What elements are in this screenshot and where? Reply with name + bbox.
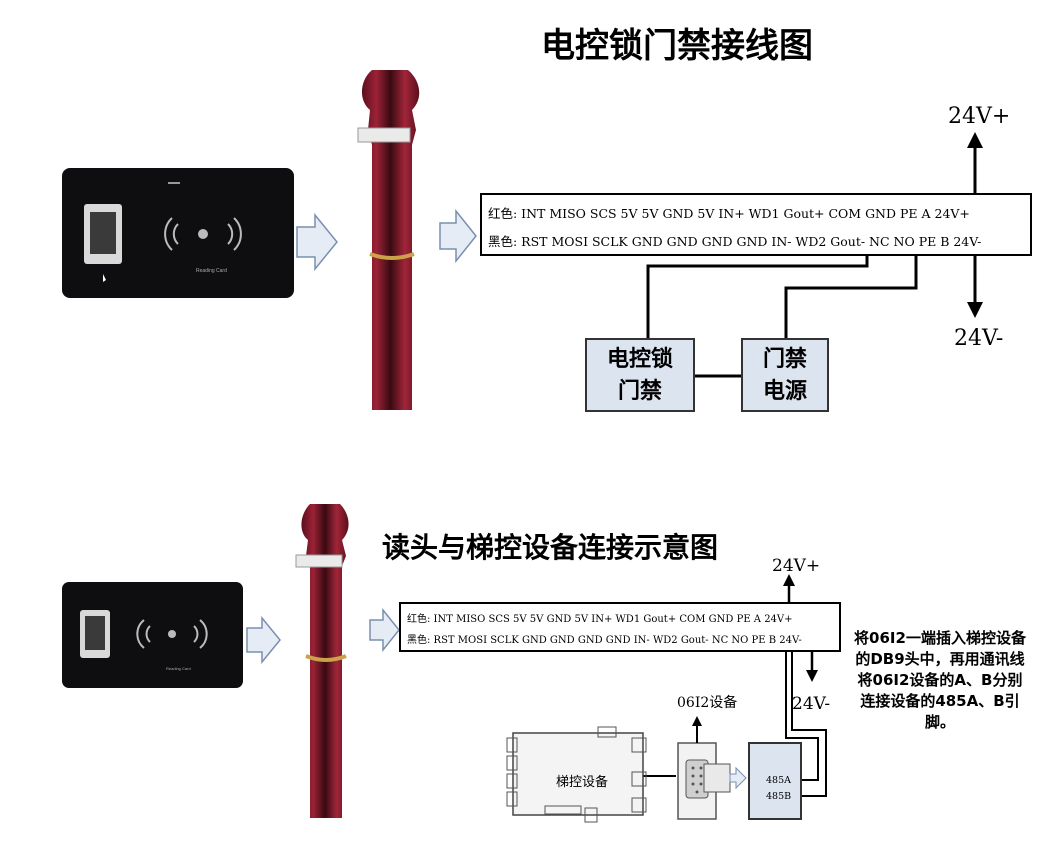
pin-terminal-top: 红色: INT MISO SCS 5V 5V GND 5V IN+ WD1 Go… [480,193,1032,256]
elevator-control-board [506,726,647,823]
device-0612-label: 06I2设备 [677,695,738,711]
svg-text:Reading Card: Reading Card [166,666,191,671]
elevator-control-label: 梯控设备 [556,775,609,790]
ribbon-cable-bottom [295,504,349,818]
arrow-reader-to-cable-top [296,212,338,272]
pin-485a-label: 485A [766,775,791,786]
rs485-device-box: 485A 485B [748,742,802,820]
electric-lock-box: 电控锁 门禁 [585,338,695,412]
arrow-cable-to-pins-bottom [369,607,400,653]
arrow-cable-to-pins-top [439,208,477,264]
pin-row-red: 红色: INT MISO SCS 5V 5V GND 5V IN+ WD1 Go… [488,206,970,221]
svg-text:Reading Card: Reading Card [196,268,227,274]
v-minus-label-bottom: 24V- [792,694,831,714]
card-reader-bottom: Reading Card [62,582,243,688]
card-reader-top: Reading Card [62,168,294,298]
instruction-note: 将06I2一端插入梯控设备的DB9头中，再用通讯线将06I2设备的A、B分别连接… [854,629,1026,731]
door-power-box: 门禁 电源 [741,338,829,412]
ribbon-cable-top [357,70,420,410]
door-power-label-2: 电源 [762,379,807,404]
pin-row-black-bottom: 黑色: RST MOSI SCLK GND GND GND GND IN- WD… [407,635,802,646]
pin-terminal-bottom: 红色: INT MISO SCS 5V 5V GND 5V IN+ WD1 Go… [399,602,841,652]
pin-row-black: 黑色: RST MOSI SCLK GND GND GND GND IN- WD… [488,234,982,249]
pin-row-red-bottom: 红色: INT MISO SCS 5V 5V GND 5V IN+ WD1 Go… [407,614,793,625]
electric-lock-label-1: 电控锁 [606,347,673,372]
v-minus-label-top: 24V- [954,326,1004,351]
electric-lock-label-2: 门禁 [617,379,662,404]
door-power-label-1: 门禁 [762,347,807,372]
arrow-reader-to-cable-bottom [246,615,281,665]
diagram-title-top: 电控锁门禁接线图 [541,26,813,66]
v-plus-label-top: 24V+ [948,104,1011,129]
diagram-title-bottom: 读头与梯控设备连接示意图 [382,531,719,564]
pin-485b-label: 485B [766,791,792,802]
v-plus-label-bottom: 24V+ [772,556,821,576]
device-0612 [677,716,747,820]
